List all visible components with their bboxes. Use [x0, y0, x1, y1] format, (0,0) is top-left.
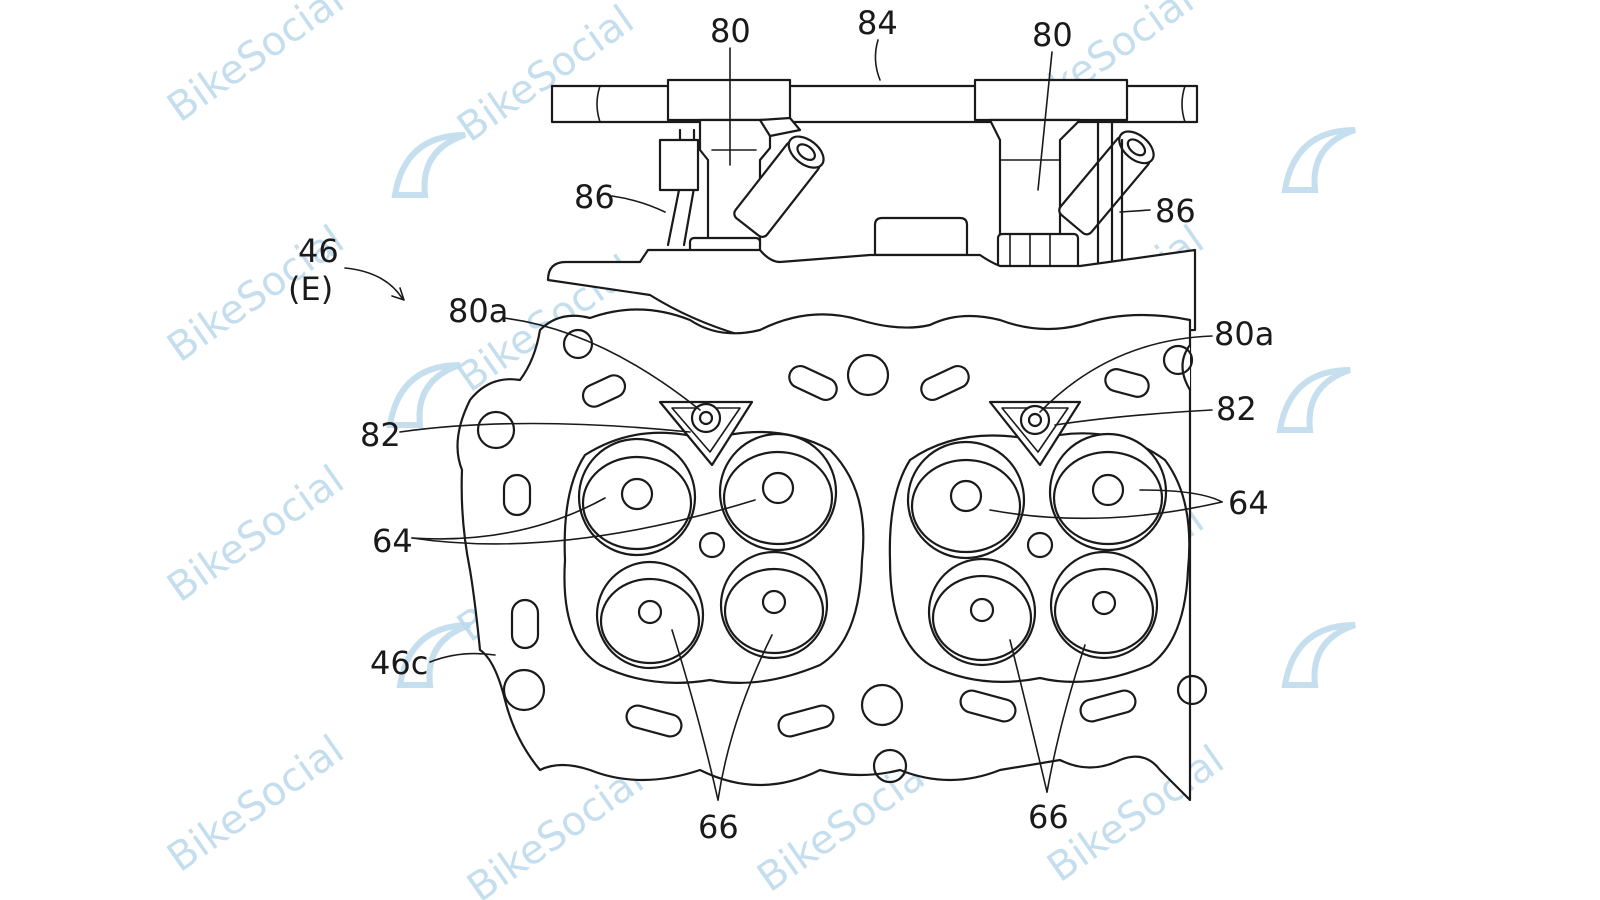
exhaust-valve-66-right-a: [927, 557, 1037, 667]
exhaust-valve-66-left-b: [719, 550, 829, 660]
watermark-text: BikeSocial: [449, 0, 642, 151]
watermark-logo-icon: [1281, 127, 1356, 193]
label-80a-right: 80a: [1214, 315, 1274, 353]
label-80-right: 80: [1032, 16, 1073, 54]
watermark-logo-icon: [396, 622, 471, 688]
label-82-left: 82: [360, 416, 401, 454]
spark-plug-seat-82-left: [658, 400, 754, 467]
label-80-left: 80: [710, 12, 751, 50]
watermark-logo-icon: [386, 362, 461, 428]
watermark-logo-icon: [1281, 622, 1356, 688]
exhaust-valve-66-right-b: [1049, 550, 1159, 660]
injector-mount-left: [666, 78, 792, 122]
intake-valve-64-right-b: [1048, 432, 1168, 552]
label-46-e: (E): [288, 270, 333, 308]
head-upper-profile: [546, 248, 1197, 337]
reference-labels: 80 84 80 86 86 46 (E) 80a 80a 82 82 64 6…: [288, 4, 1274, 846]
bolt-holes: [476, 328, 1208, 784]
label-82-right: 82: [1216, 390, 1257, 428]
label-84: 84: [857, 4, 898, 42]
injector-nozzle-80a-left: [690, 402, 722, 434]
combustion-chamber-right: [888, 400, 1191, 683]
injector-nozzle-80a-right: [1019, 404, 1051, 436]
label-86-left: 86: [574, 178, 615, 216]
label-86-right: 86: [1155, 192, 1196, 230]
injector-80-right: [988, 118, 1082, 242]
watermark-text: BikeSocial: [159, 727, 352, 881]
injector-mount-right: [973, 78, 1129, 122]
label-64-left: 64: [372, 522, 413, 560]
label-64-right: 64: [1228, 484, 1269, 522]
label-66-left: 66: [698, 808, 739, 846]
intake-valve-64-right-a: [906, 440, 1026, 560]
oil-passage-slots: [502, 364, 1150, 738]
leader-lines: [344, 39, 1223, 801]
label-80a-left: 80a: [448, 292, 508, 330]
watermark-text: BikeSocial: [159, 0, 352, 131]
intake-valve-64-left-a: [577, 437, 697, 557]
label-46: 46: [298, 232, 339, 270]
watermark-logo-icon: [1276, 367, 1351, 433]
exhaust-valve-66-left-a: [595, 560, 705, 670]
combustion-chamber-left: [563, 400, 865, 684]
watermark-logo-icon: [391, 132, 466, 198]
label-46c: 46c: [370, 644, 428, 682]
intake-valve-64-left-b: [718, 432, 838, 552]
label-66-right: 66: [1028, 798, 1069, 836]
watermark-text: BikeSocial: [159, 457, 352, 611]
